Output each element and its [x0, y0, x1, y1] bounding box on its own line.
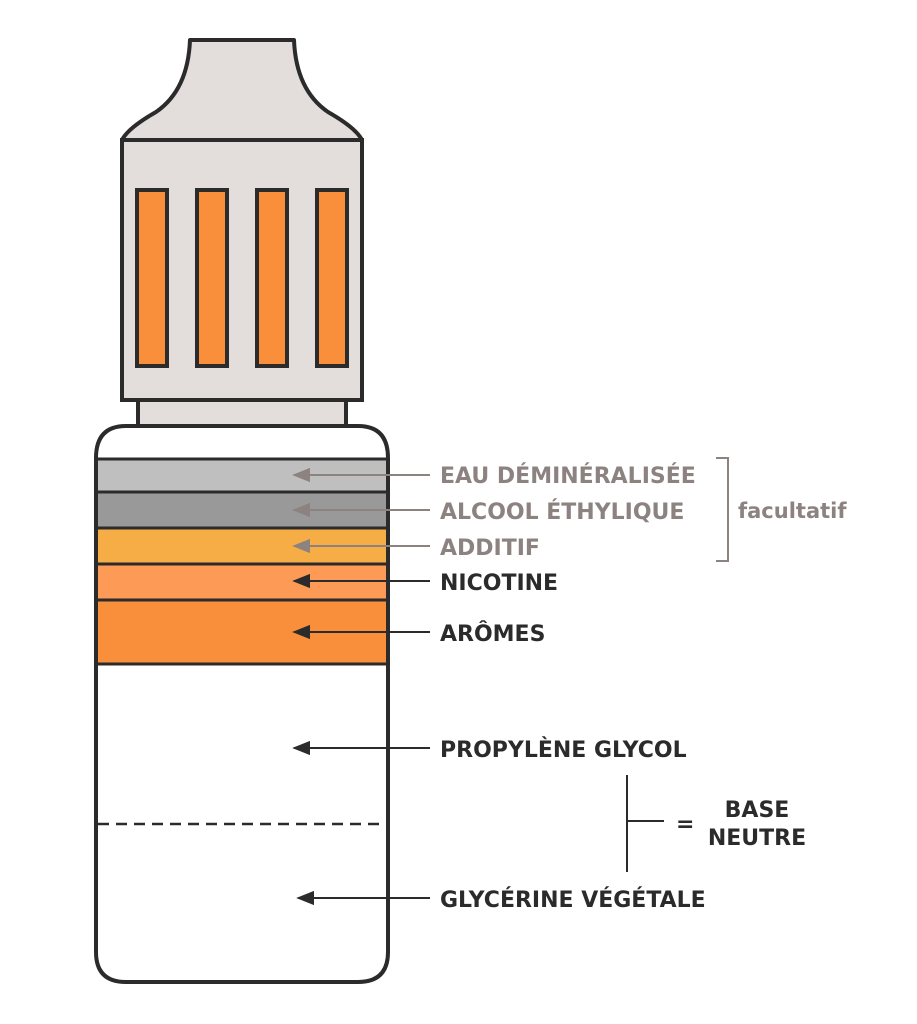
- optional-bracket: [716, 457, 729, 562]
- cap-stripe: [315, 188, 349, 368]
- label-aromes: ARÔMES: [440, 621, 545, 647]
- bottle-outline: [94, 424, 390, 984]
- label-eau: EAU DÉMINÉRALISÉE: [440, 463, 696, 489]
- base-equals-sign: =: [676, 812, 694, 837]
- bottle-neck: [136, 398, 348, 428]
- base-label-line1: BASE: [725, 798, 790, 823]
- cap-stripe: [135, 188, 169, 368]
- base-label-line2: NEUTRE: [708, 826, 806, 851]
- optional-group: facultatif: [716, 457, 847, 562]
- label-arrows: [292, 467, 430, 906]
- cap-stripe: [195, 188, 229, 368]
- component-labels: EAU DÉMINÉRALISÉE ALCOOL ÉTHYLIQUE ADDIT…: [440, 463, 706, 913]
- base-neutre-group: = BASE NEUTRE: [626, 775, 806, 872]
- cap-stripe: [255, 188, 289, 368]
- label-nicotine: NICOTINE: [440, 571, 558, 596]
- bottle-cap: [120, 38, 364, 428]
- label-glycerine: GLYCÉRINE VÉGÉTALE: [440, 887, 706, 913]
- cap-tip: [120, 38, 364, 142]
- label-propylene: PROPYLÈNE GLYCOL: [440, 737, 687, 763]
- label-alcool: ALCOOL ÉTHYLIQUE: [440, 499, 684, 525]
- optional-label: facultatif: [738, 499, 847, 523]
- label-additif: ADDITIF: [440, 536, 540, 561]
